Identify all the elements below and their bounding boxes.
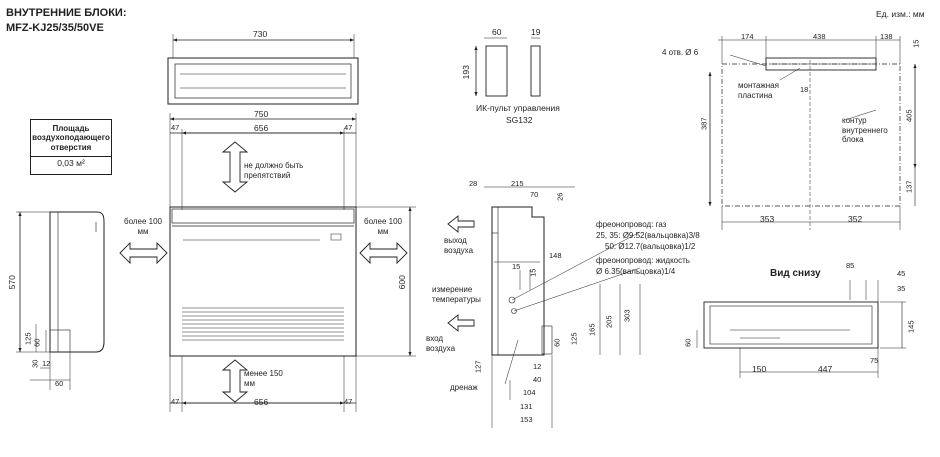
dim-600: 600 [396,275,407,290]
bottom-view-title: Вид снизу [770,268,821,279]
air-out-label: выход воздуха [444,236,474,255]
dim-47-top-left: 47 [171,123,180,132]
drain-label: дренаж [450,383,478,392]
dim-15-plate: 15 [911,39,921,48]
gas-line-2: 25, 35: Ø9.52(вальцовка)3/8 [596,231,700,240]
dim-47-bottom-right: 47 [344,397,353,406]
dim-656-top: 656 [254,123,269,133]
dim-26: 26 [555,192,565,201]
air-in-label: вход воздуха [426,334,456,353]
front-view [169,113,416,412]
dim-656-bottom: 656 [254,397,269,407]
dim-730: 730 [253,29,268,39]
clearance-top-label: не должно быть препятствий [244,161,304,181]
dim-47-bottom-left: 47 [171,397,180,406]
dim-70: 70 [530,190,539,199]
dim-104: 104 [523,388,536,397]
clearance-bottom-label: менее 150 мм [244,369,283,389]
gas-line-3: 50: Ø12.7(вальцовка)1/2 [605,242,696,251]
contour-label: контур внутреннего блока [842,116,888,145]
dim-remote-60: 60 [492,27,502,37]
dim-148: 148 [549,251,562,260]
side-detail-view [484,186,641,428]
dim-60-bottom: 60 [683,338,693,347]
dim-750: 750 [254,109,269,119]
dim-205: 205 [604,315,614,329]
dim-28: 28 [469,179,478,188]
dim-60-left-bottom: 60 [55,379,64,388]
left-side-view [16,211,105,390]
clearance-left-label: более 100 мм [124,217,162,237]
dim-45: 45 [897,269,906,278]
plate-label: монтажная пластина [738,81,779,100]
dim-remote-19: 19 [531,27,541,37]
dim-131: 131 [520,402,533,411]
dim-165: 165 [587,323,597,337]
temp-label: измерение температуры [432,285,481,304]
dim-438: 438 [813,32,826,41]
dim-60-left: 60 [32,338,42,347]
dim-150: 150 [752,364,767,374]
dim-remote-193: 193 [460,65,471,80]
remote-model: SG132 [506,115,533,125]
dim-40: 40 [533,375,542,384]
dim-30-left: 30 [30,359,40,368]
air-outlet-area-box: Площадь воздухоподающего отверстия 0,03 … [30,119,112,175]
units-label: Ед. изм.: мм [876,9,925,19]
dim-75: 75 [870,356,879,365]
liquid-line-1: фреонопровод: жидкость [596,256,690,265]
dim-47-top-right: 47 [344,123,353,132]
liquid-line-2: Ø 6.35(вальцовка)1/4 [596,267,676,276]
dim-15-b: 15 [528,268,538,277]
dim-138: 138 [880,32,893,41]
dim-15-a: 15 [512,262,521,271]
dim-12-detail: 12 [533,362,542,371]
dim-405: 405 [904,109,914,123]
title-line-2: MFZ-KJ25/35/50VE [6,22,104,34]
dim-12-left: 12 [42,359,51,368]
dim-137: 137 [904,180,914,194]
clearance-arrows [119,141,475,403]
dim-127: 127 [473,360,483,374]
clearance-right-label: более 100 мм [364,217,402,237]
dim-353: 353 [760,214,775,224]
dim-18: 18 [800,85,809,94]
dim-85: 85 [846,261,855,270]
holes-label: 4 отв. Ø 6 [662,48,699,57]
dim-387: 387 [699,117,709,131]
dim-125-left: 125 [23,332,33,346]
dim-570: 570 [6,275,17,290]
title-line-1: ВНУТРЕННИЕ БЛОКИ: [6,7,127,19]
gas-line-1: фреонопровод: газ [596,220,667,229]
dim-447: 447 [818,364,833,374]
mounting-plate-view [708,36,917,230]
air-outlet-area-heading: Площадь воздухоподающего отверстия [31,120,111,157]
dim-153: 153 [520,415,533,424]
dim-215: 215 [511,179,524,188]
dim-35: 35 [897,284,906,293]
air-outlet-area-value: 0,03 м² [57,158,85,168]
dim-145: 145 [906,320,916,334]
dim-352: 352 [848,214,863,224]
remote-label: ИК-пульт управления [476,103,560,113]
remote-drawing [474,37,541,97]
dim-174: 174 [741,32,754,41]
dim-303: 303 [622,309,632,323]
dim-125-detail: 125 [569,332,579,346]
top-view [167,34,359,105]
bottom-view [696,280,906,378]
dim-60-detail: 60 [552,338,562,347]
